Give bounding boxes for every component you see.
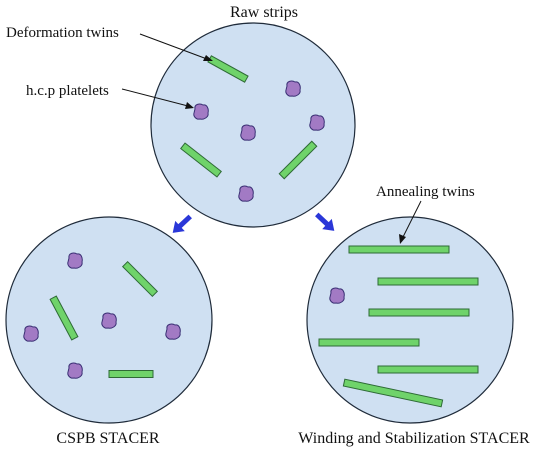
annealing-twin [348, 245, 450, 254]
arrow-icon [315, 212, 335, 231]
deformation-twin [180, 142, 222, 178]
deformation-twin [278, 140, 318, 180]
deformation-twins-leader [139, 33, 213, 61]
hcp-platelet [67, 252, 83, 269]
annealing-twin [377, 277, 479, 286]
hcp-platelet [101, 312, 117, 329]
deformation-twin [121, 260, 159, 298]
hcp-platelet [193, 103, 209, 120]
winding-stacer-label: Winding and Stabilization STACER [298, 430, 530, 447]
hcp-platelet [329, 287, 345, 304]
deformation-twins-label: Deformation twins [6, 25, 119, 41]
annealing-twin [368, 308, 470, 317]
deformation-twin [108, 370, 154, 378]
annealing-twin [342, 378, 444, 408]
hcp-platelet [238, 185, 254, 202]
hcp-platelets-leader [121, 88, 194, 109]
raw-strips-circle [150, 22, 356, 228]
arrow-icon [172, 214, 192, 233]
cspb-stacer-label: CSPB STACER [56, 430, 160, 447]
deformation-twin [49, 295, 79, 341]
hcp-platelet [165, 323, 181, 340]
annealing-twin [318, 338, 420, 347]
hcp-platelet [240, 124, 256, 141]
raw-strips-group [150, 22, 356, 228]
hcp-platelets-label: h.c.p platelets [26, 83, 109, 99]
annealing-twins-leader [399, 200, 422, 244]
cspb-stacer-group [5, 216, 213, 424]
annealing-twins-label: Annealing twins [376, 184, 475, 200]
hcp-platelet [309, 114, 325, 131]
hcp-platelet [23, 325, 39, 342]
hcp-platelet [67, 362, 83, 379]
raw-strips-label: Raw strips [230, 4, 298, 21]
annealing-twin [377, 365, 479, 374]
hcp-platelet [285, 80, 301, 97]
winding-stacer-group [306, 216, 514, 424]
